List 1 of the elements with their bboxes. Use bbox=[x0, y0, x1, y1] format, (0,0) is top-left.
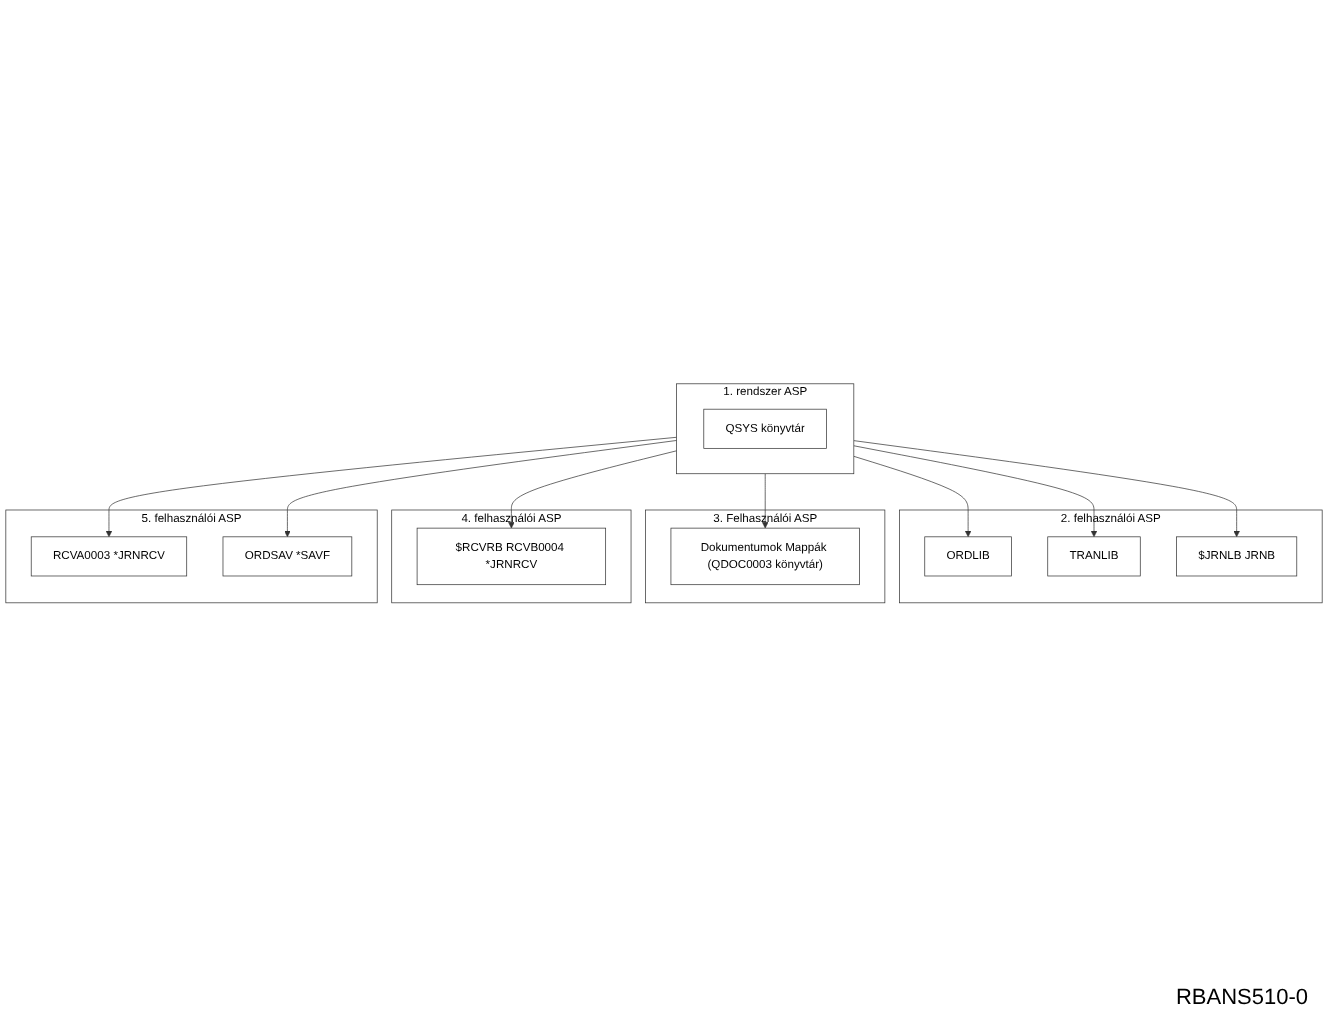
figure-id: RBANS510-0 bbox=[1173, 986, 1308, 1010]
